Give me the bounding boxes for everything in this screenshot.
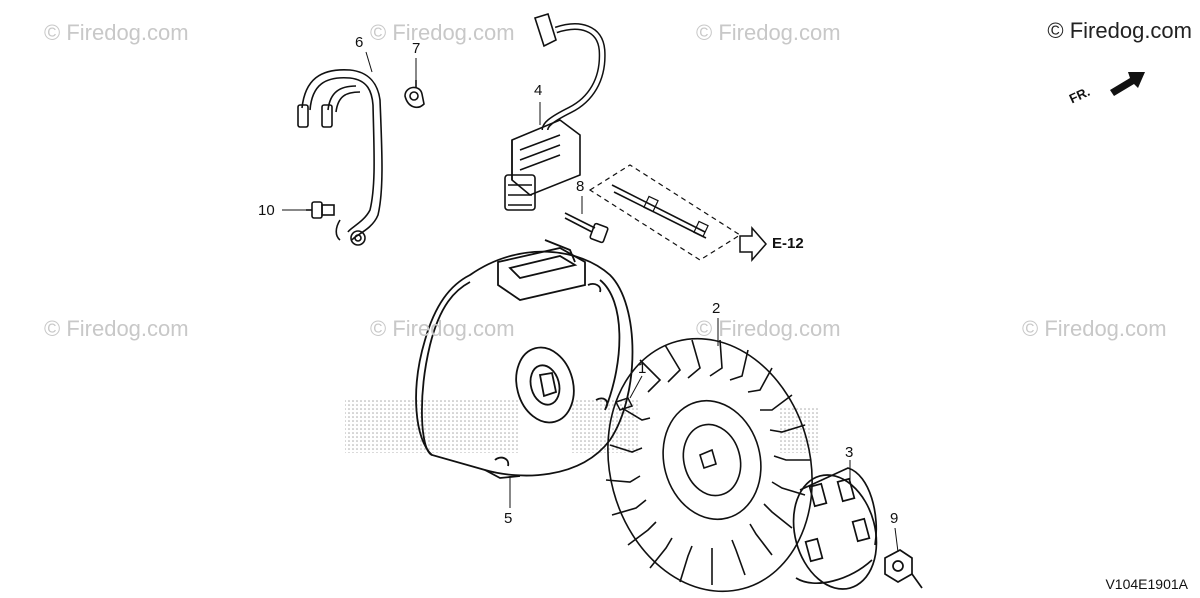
reference-label: E-12 [772,235,804,252]
watermark-text: © Firedog.com [44,20,189,45]
callout-6: 6 [355,34,364,51]
watermark-text: © Firedog.com [696,316,841,341]
callout-3: 3 [845,444,854,461]
watermark-text: © Firedog.com [1022,316,1167,341]
coil-bolt [564,212,609,244]
watermark-text: © Firedog.com [370,20,515,45]
flywheel-nut [884,549,923,589]
callout-4: 4 [534,82,543,99]
callout-1: 1 [638,360,647,377]
background-dot-logo [345,398,820,453]
flywheel-fins [605,339,810,585]
wire-clamp [404,80,425,109]
callout-7: 7 [412,40,421,57]
callout-8: 8 [576,178,585,195]
watermark-text: © Firedog.com [370,316,515,341]
fan-cover [415,239,634,479]
reference-box [588,164,742,261]
diagram-code: V104E1901A [1105,576,1188,592]
flywheel-key [614,397,634,411]
reference-arrow [739,226,767,262]
ignition-coil [504,13,606,211]
wire-harness [297,69,383,246]
front-direction-arrow [1110,72,1145,96]
callout-9: 9 [890,510,899,527]
callout-5: 5 [504,510,513,527]
callout-10: 10 [258,202,275,219]
callout-2: 2 [712,300,721,317]
watermark-text: © Firedog.com [696,20,841,45]
flywheel [605,337,813,593]
watermark-text: © Firedog.com [44,316,189,341]
starter-pulley [792,467,878,590]
brand-watermark: © Firedog.com [1047,18,1192,43]
leader-lines [282,51,899,553]
